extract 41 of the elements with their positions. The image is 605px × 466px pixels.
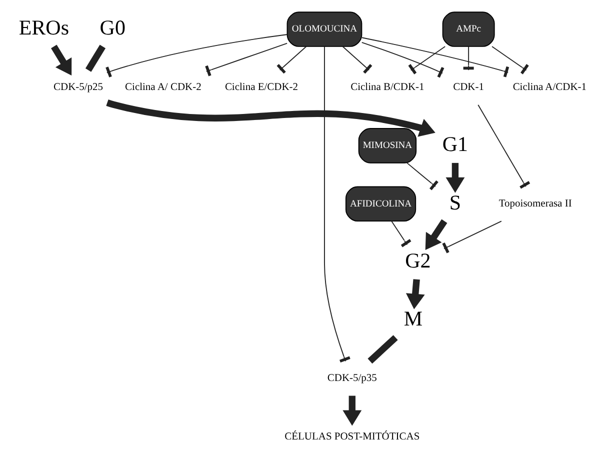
connector	[105, 34, 288, 78]
arrow	[424, 219, 447, 250]
node-text: CDK-5/p35	[326, 373, 376, 384]
node-text: Ciclina A/CDK-1	[512, 82, 586, 94]
node-text: G0	[99, 16, 125, 40]
node-text: Topoisomerasa II	[498, 198, 572, 210]
node-box: AMPc	[442, 12, 494, 47]
connector	[360, 37, 509, 78]
node-box: AFIDICOLINA	[344, 186, 416, 222]
node-text: G1	[442, 132, 468, 156]
arrow	[50, 44, 72, 76]
arrow	[106, 100, 435, 137]
connector	[360, 42, 444, 78]
connector	[462, 46, 474, 71]
connector	[491, 46, 528, 74]
node-text: CÉLULAS POST-MITÓTICAS	[284, 431, 420, 442]
connector	[342, 46, 372, 74]
node-text: EROs	[18, 16, 68, 40]
connector	[390, 220, 411, 248]
node-text: Ciclina E/CDK-2	[224, 82, 298, 94]
node-text: G2	[404, 248, 430, 272]
arrow	[445, 162, 464, 193]
connector	[84, 44, 106, 72]
node-text: Ciclina A/ CDK-2	[124, 82, 201, 94]
connector	[324, 46, 350, 363]
connector	[406, 162, 438, 190]
node-text: CDK-1	[452, 82, 484, 94]
arrow	[405, 279, 424, 310]
node-text: Ciclina B/CDK-1	[350, 82, 424, 94]
node-box: MIMOSINA	[358, 128, 416, 164]
connector	[442, 220, 502, 254]
connector	[276, 46, 306, 74]
connector	[477, 104, 530, 189]
connector	[204, 42, 288, 76]
node-text: CDK-5/p25	[53, 82, 103, 94]
connector	[408, 46, 446, 74]
node-text: S	[448, 190, 461, 214]
arrow	[342, 396, 362, 426]
node-text: M	[403, 306, 422, 331]
node-box: OLOMOUCINA	[286, 12, 362, 47]
connector	[367, 335, 398, 364]
